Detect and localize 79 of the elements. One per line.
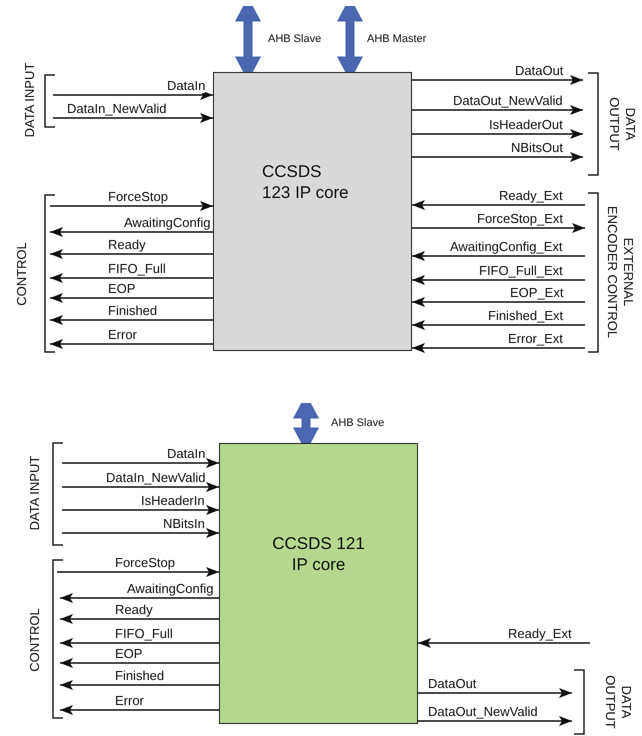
signal-label: IsHeaderOut — [489, 117, 563, 132]
signal-arrow — [60, 638, 219, 648]
signal-arrow — [60, 705, 219, 715]
signal-arrow — [50, 315, 213, 325]
signal-arrow — [418, 716, 572, 726]
signal-arrow — [60, 614, 219, 624]
signal-label: Ready — [115, 602, 153, 617]
signal-label: EOP — [108, 281, 136, 296]
signal-arrow — [412, 75, 583, 85]
signal-label: FIFO_Full — [108, 261, 166, 276]
signal-label: Finished_Ext — [488, 308, 564, 323]
signal-arrow — [412, 152, 583, 162]
signal-arrow — [412, 200, 585, 210]
signal-label: ForceStop_Ext — [477, 211, 563, 226]
signal-label: Finished — [108, 303, 158, 318]
signal-arrow — [50, 339, 213, 349]
signal-arrow — [60, 658, 219, 668]
signal-arrow — [62, 482, 219, 492]
signal-label: DataIn_NewValid — [106, 470, 206, 485]
group-label: EXTERNAL ENCODER CONTROL — [604, 204, 636, 340]
signal-label: Ready_Ext — [508, 626, 572, 641]
signal-arrow — [412, 129, 583, 139]
signal-label: Finished — [115, 668, 164, 683]
signal-label: Error_Ext — [508, 331, 563, 346]
ip-core-block — [213, 72, 412, 351]
signal-label: AwaitingConfig — [124, 215, 210, 230]
block-title: CCSDS 123 IP core — [262, 160, 350, 202]
signal-label: AwaitingConfig_Ext — [450, 239, 562, 254]
block-title: CCSDS 121 IP core — [271, 532, 366, 574]
signal-label: ForceStop — [115, 555, 175, 570]
signal-arrow — [62, 528, 219, 538]
signal-arrow — [50, 201, 213, 211]
signal-label: NBitsOut — [511, 140, 564, 155]
signal-label: DataOut — [428, 676, 476, 691]
signal-label: DataIn — [167, 78, 206, 93]
signal-arrow — [412, 223, 585, 233]
signal-arrow — [57, 567, 219, 577]
signal-arrow — [62, 505, 219, 515]
signal-label: DataIn_NewValid — [67, 101, 166, 116]
signal-label: NBitsIn — [163, 516, 205, 531]
signal-label: IsHeaderIn — [141, 493, 205, 508]
signal-label: DataOut_NewValid — [428, 704, 538, 719]
signal-label: FIFO_Full — [115, 626, 173, 641]
group-label: DATA OUTPUT — [602, 674, 634, 731]
group-label: DATA OUTPUT — [606, 96, 638, 153]
signal-arrow — [412, 343, 585, 353]
signal-arrow — [418, 638, 590, 648]
signal-arrow — [50, 249, 213, 259]
signal-arrow — [412, 251, 585, 261]
signal-label: DataOut — [515, 63, 564, 78]
signal-arrow — [412, 275, 585, 285]
group-label: DATA INPUT — [27, 454, 43, 532]
signal-label: EOP — [115, 646, 142, 661]
signal-label: Error — [115, 693, 144, 708]
group-label: CONTROL — [14, 241, 30, 308]
signal-arrow — [50, 293, 213, 303]
signal-label: Ready_Ext — [499, 188, 563, 203]
signal-arrow — [60, 680, 219, 690]
ip-core-block — [219, 443, 418, 724]
signal-label: ForceStop — [108, 189, 168, 204]
signal-label: EOP_Ext — [510, 285, 564, 300]
signal-arrow — [412, 297, 585, 307]
signal-arrow — [53, 113, 213, 123]
signal-arrow — [62, 458, 219, 468]
group-label: CONTROL — [27, 607, 43, 674]
signal-label: Error — [108, 327, 137, 342]
signal-arrow — [412, 105, 583, 115]
signal-arrow — [50, 227, 213, 237]
signal-arrow — [60, 593, 219, 603]
signal-label: DataIn — [167, 446, 206, 461]
group-label: DATA INPUT — [22, 62, 38, 140]
signal-arrow — [53, 90, 213, 100]
signal-arrow — [50, 273, 213, 283]
signal-arrow — [412, 320, 585, 330]
signal-label: FIFO_Full_Ext — [479, 263, 563, 278]
signal-arrow — [418, 688, 572, 698]
signal-label: AwaitingConfig — [127, 581, 214, 596]
signal-label: Ready — [108, 237, 146, 252]
signal-label: DataOut_NewValid — [453, 93, 563, 108]
